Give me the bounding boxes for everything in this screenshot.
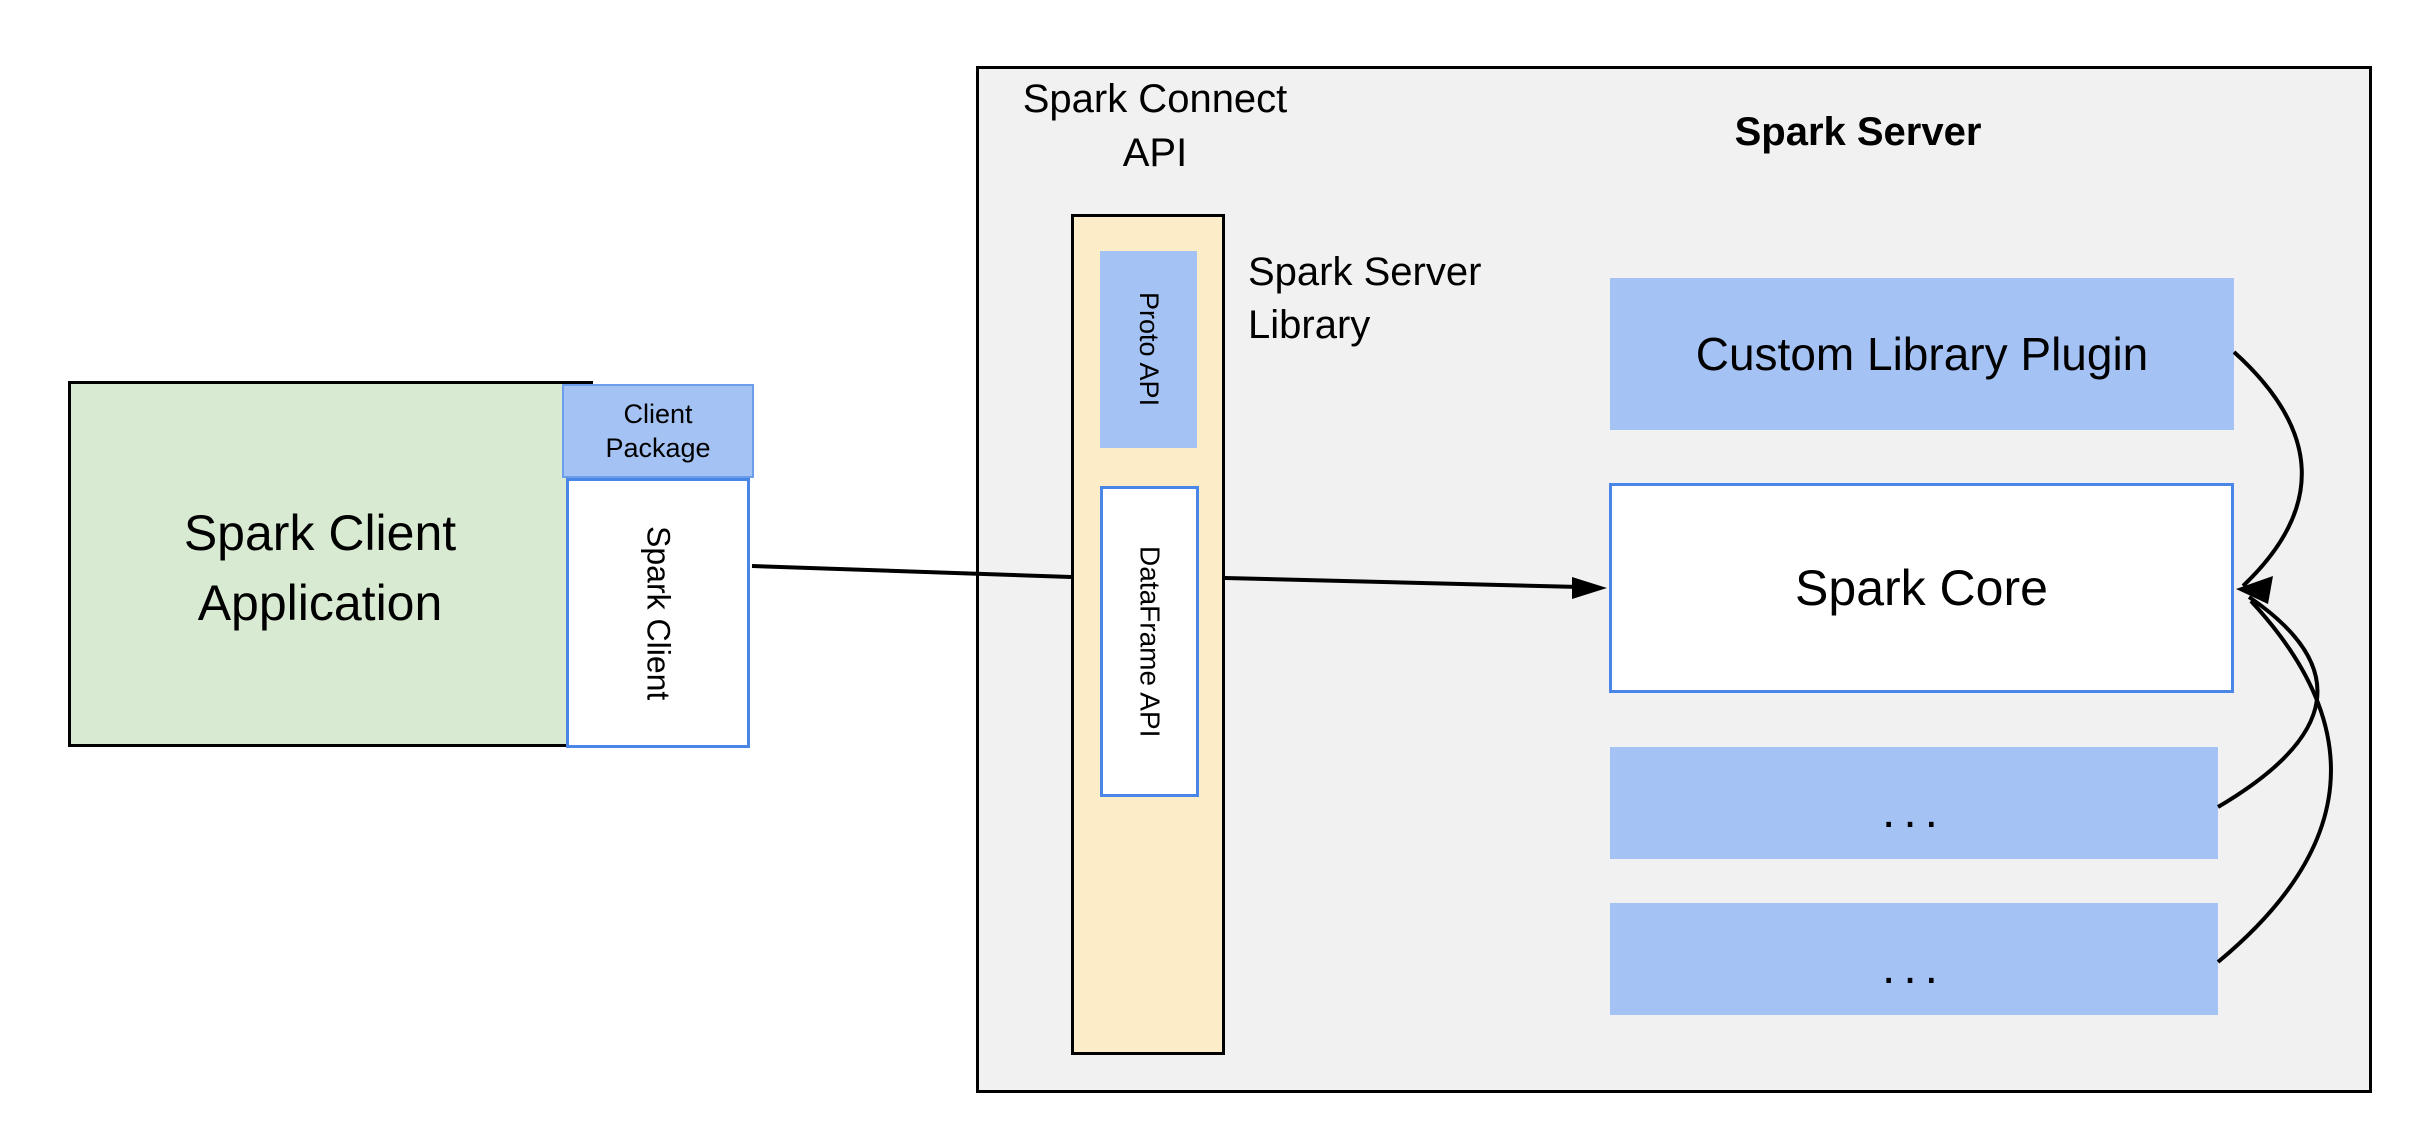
- spark-core-label: Spark Core: [1795, 560, 2048, 616]
- spark-server-title: Spark Server: [1734, 110, 1982, 154]
- spark-core-box: Spark Core: [1609, 483, 2234, 693]
- custom-library-plugin-label: Custom Library Plugin: [1695, 328, 2149, 380]
- spark-client-label: Spark Client: [640, 525, 677, 701]
- spark-server-library-label: Spark Server Library: [1248, 250, 1482, 347]
- more-plugins-label-1: ...: [1881, 784, 1946, 838]
- spark-client-application-label: Spark Client Application: [183, 505, 457, 631]
- client-package-box: Client Package: [562, 384, 754, 478]
- dataframe-api-label: DataFrame API: [1134, 545, 1166, 738]
- proto-api-label: Proto API: [1134, 292, 1164, 407]
- more-plugins-box-2: ...: [1610, 903, 2218, 1015]
- dataframe-api-box: DataFrame API: [1100, 486, 1199, 797]
- client-package-label: Client Package: [605, 399, 711, 463]
- proto-api-box: Proto API: [1100, 251, 1197, 448]
- custom-library-plugin-box: Custom Library Plugin: [1610, 278, 2234, 430]
- more-plugins-label-2: ...: [1881, 940, 1946, 994]
- more-plugins-box-1: ...: [1610, 747, 2218, 859]
- spark-connect-api-title: Spark Connect API: [1022, 77, 1288, 175]
- spark-client-box: Spark Client: [566, 478, 750, 748]
- spark-client-application-box: [68, 381, 593, 747]
